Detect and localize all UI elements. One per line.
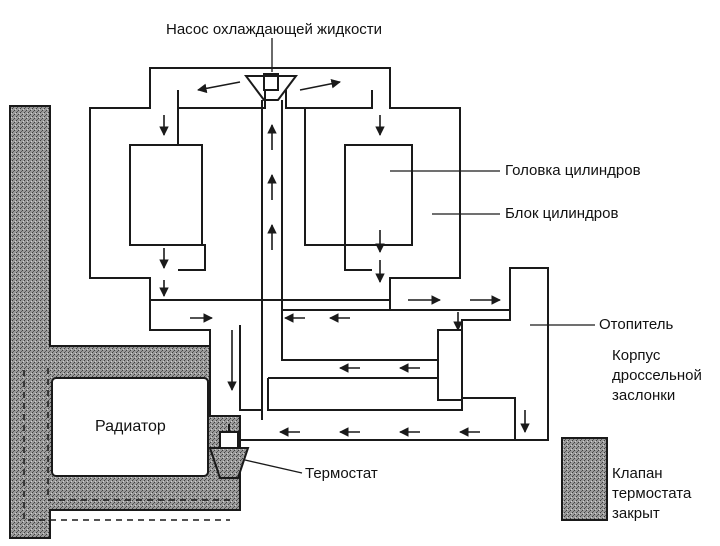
- label-throttle-body-line-2: дроссельной: [612, 367, 702, 384]
- radiator: [51, 377, 209, 477]
- water-pump: [244, 73, 298, 420]
- legend-closed-line-1: Клапан: [612, 465, 663, 482]
- label-pump: Насос охлаждающей жидкости: [166, 21, 383, 38]
- label-throttle-body-line-1: Корпус: [612, 347, 661, 364]
- legend-closed-line-3: закрыт: [612, 505, 660, 522]
- label-heater: Отопитель: [599, 316, 674, 333]
- label-cylinder-block: Блок цилиндров: [505, 205, 619, 222]
- cylinder-head-left: [129, 144, 203, 246]
- thermostat: [208, 424, 250, 479]
- cylinder-head-right: [344, 144, 413, 246]
- label-throttle-body: Корпус дроссельной заслонки: [612, 346, 702, 406]
- legend-closed-line-2: термостата: [612, 485, 692, 502]
- label-radiator: Радиатор: [95, 418, 166, 435]
- throttle-body: [437, 329, 463, 401]
- label-throttle-body-line-3: заслонки: [612, 387, 676, 404]
- label-thermostat: Термостат: [305, 465, 378, 482]
- flow-arrows: [159, 78, 530, 437]
- label-cylinder-head: Головка цилиндров: [505, 162, 641, 179]
- leader-lines: [244, 38, 595, 474]
- legend-closed-label: Клапан термостата закрыт: [612, 464, 691, 524]
- legend-swatch-closed: [561, 437, 608, 521]
- heater: [461, 267, 549, 441]
